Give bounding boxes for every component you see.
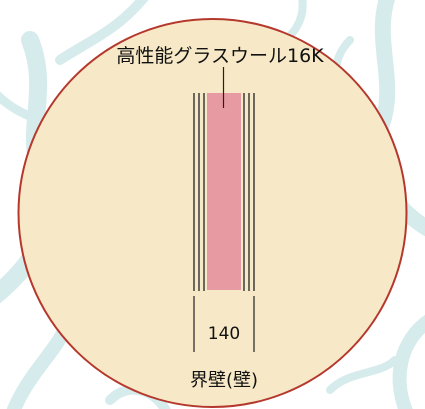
- dimension-bracket: [193, 296, 255, 352]
- dimension-value: 140: [208, 324, 240, 344]
- wall-caption: 界壁(壁): [190, 370, 258, 391]
- wall-cross-section: [193, 93, 255, 291]
- glass-wool-insulation: [207, 93, 241, 290]
- insulation-label: 高性能グラスウール16K: [116, 45, 324, 67]
